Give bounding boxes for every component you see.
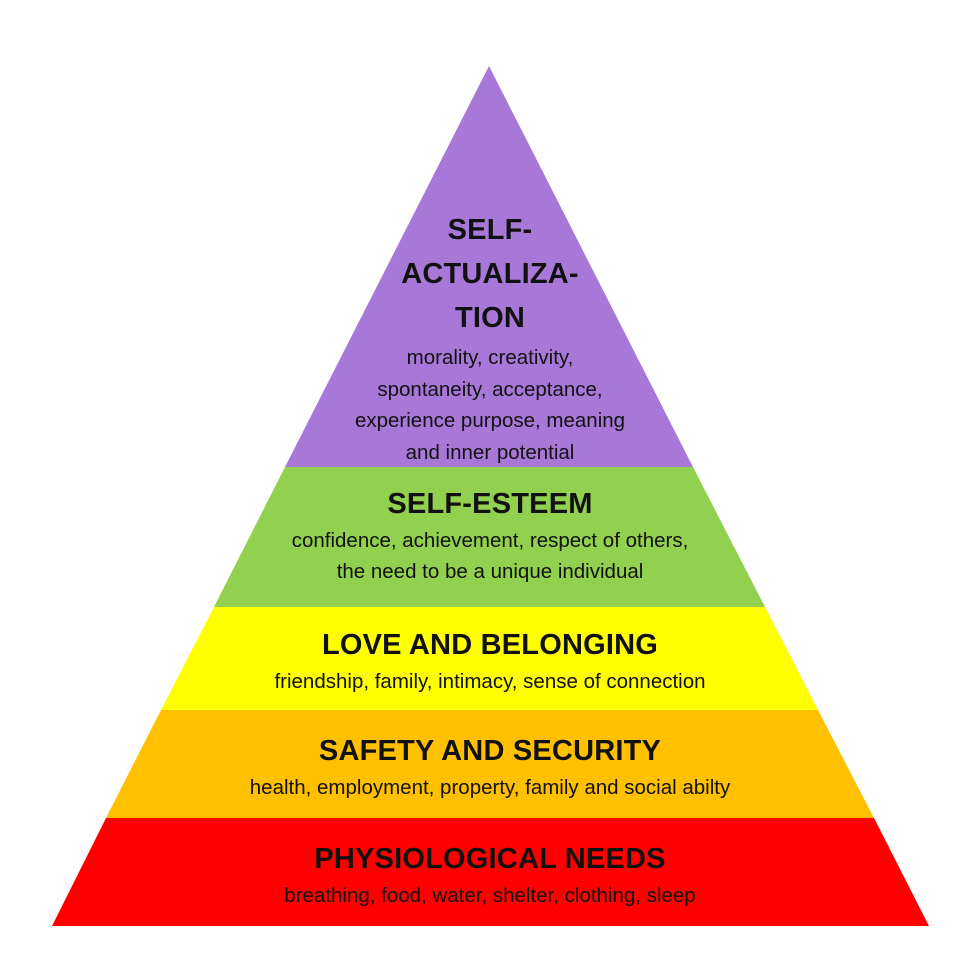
self-actualization-band <box>285 66 693 467</box>
safety-security-desc-line-1: health, employment, property, family and… <box>249 776 731 799</box>
physiological-needs-level: PHYSIOLOGICAL NEEDS breathing, food, wat… <box>0 839 980 911</box>
self-esteem-desc-line-1: confidence, achievement, respect of othe… <box>291 529 689 552</box>
self-actualization-level: SELF- ACTUALIZA- TION morality, creativi… <box>0 208 980 468</box>
safety-security-title-line-1: SAFETY AND SECURITY <box>318 735 662 767</box>
self-actualization-title-line-3: TION <box>454 302 526 334</box>
safety-security-band <box>106 710 874 818</box>
physiological-needs-description: breathing, food, water, shelter, clothin… <box>0 880 980 911</box>
physiological-needs-desc-line-1: breathing, food, water, shelter, clothin… <box>284 884 696 907</box>
self-actualization-title-line-1: SELF- <box>447 214 533 246</box>
self-actualization-title-line-2: ACTUALIZA- <box>401 258 579 290</box>
self-esteem-level: SELF-ESTEEM confidence, achievement, res… <box>0 484 980 587</box>
physiological-needs-title-line-1: PHYSIOLOGICAL NEEDS <box>314 843 666 875</box>
physiological-needs-band <box>52 818 929 926</box>
safety-security-title: SAFETY AND SECURITY <box>0 731 980 771</box>
self-actualization-desc-line-3: experience purpose, meaning <box>354 409 626 432</box>
self-esteem-band <box>214 467 765 607</box>
love-belonging-desc-line-1: friendship, family, intimacy, sense of c… <box>274 670 706 693</box>
love-belonging-level: LOVE AND BELONGING friendship, family, i… <box>0 625 980 697</box>
self-esteem-description: confidence, achievement, respect of othe… <box>0 525 980 587</box>
self-actualization-desc-line-1: morality, creativity, <box>406 346 574 369</box>
self-esteem-desc-line-2: the need to be a unique individual <box>336 560 644 583</box>
self-actualization-title: SELF- ACTUALIZA- TION <box>0 208 980 340</box>
love-belonging-description: friendship, family, intimacy, sense of c… <box>0 666 980 697</box>
love-belonging-band <box>161 607 818 710</box>
safety-security-description: health, employment, property, family and… <box>0 772 980 803</box>
love-belonging-title: LOVE AND BELONGING <box>0 625 980 665</box>
love-belonging-title-line-1: LOVE AND BELONGING <box>321 629 659 661</box>
safety-security-level: SAFETY AND SECURITY health, employment, … <box>0 731 980 803</box>
self-esteem-title: SELF-ESTEEM <box>0 484 980 524</box>
self-esteem-title-line-1: SELF-ESTEEM <box>387 488 593 520</box>
physiological-needs-title: PHYSIOLOGICAL NEEDS <box>0 839 980 879</box>
self-actualization-description: morality, creativity, spontaneity, accep… <box>0 342 980 468</box>
self-actualization-desc-line-2: spontaneity, acceptance, <box>377 377 603 401</box>
self-actualization-desc-line-4: and inner potential <box>405 440 575 464</box>
